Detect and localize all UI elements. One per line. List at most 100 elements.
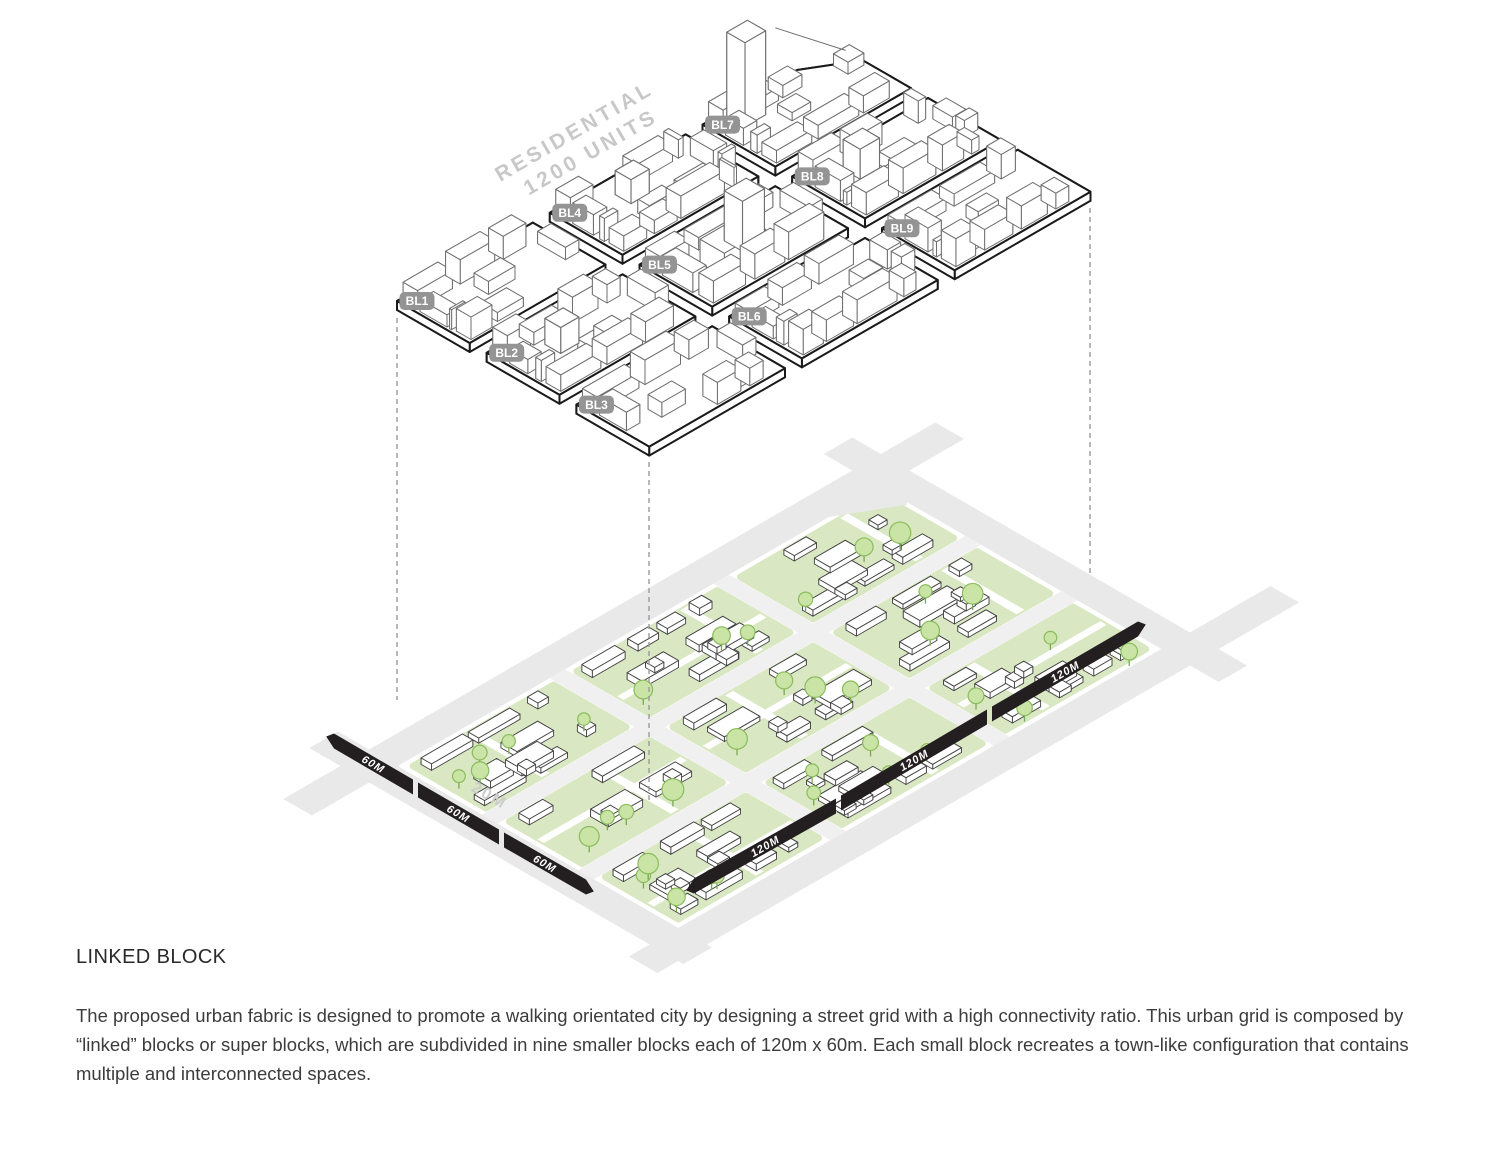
prism-top [769,653,807,676]
building [903,87,927,124]
prism-top [614,159,650,181]
tree-icon [888,521,912,550]
building [682,697,727,731]
tree-icon [501,733,517,754]
path-strip [595,765,679,814]
tower [614,159,650,205]
tree-canopy [739,624,756,641]
building [834,581,858,601]
building [848,72,890,114]
building [948,557,973,578]
building [776,715,811,743]
prism-top [848,258,884,279]
building [630,296,674,343]
tree-icon [712,626,731,651]
building [647,380,686,418]
block-label: BL9 [891,221,914,235]
block-label-bg [884,219,920,238]
tree-canopy [471,744,488,761]
tree-canopy [599,809,615,825]
prism-top [517,758,537,770]
building [537,223,580,261]
prism-top [734,351,764,369]
prism-top [645,656,665,668]
building [696,830,742,864]
prism-top [773,202,825,233]
building [768,715,788,734]
block-label-bg [794,167,830,186]
tree-canopy [888,521,912,544]
building [965,192,999,225]
upper-block-bl3 [575,319,786,457]
building [868,514,888,531]
building [467,707,521,744]
building [956,127,980,155]
prism-top [767,65,803,86]
tree-icon [805,763,820,783]
tree-canopy [804,676,827,698]
plan-block-bl8 [833,548,1054,678]
prism-top [707,850,730,865]
prism-top [812,668,872,704]
prism-top [957,609,997,633]
upper-block-bl9 [881,137,1092,281]
building [969,204,1014,251]
roof-wedge-line [775,27,846,51]
prism-top [505,740,554,770]
dimension-bar-shape [334,733,413,795]
block-label-bg [399,292,435,310]
prism-top [892,575,942,605]
prism-top [599,388,641,413]
building [627,626,659,652]
upper-block-bl8 [791,87,1002,229]
building [767,65,803,99]
prism-top [591,745,645,777]
tree-canopy [806,785,822,801]
prism-side [449,308,453,331]
prism-top [868,514,888,526]
building [821,725,874,762]
tree-icon [862,734,880,757]
prism-top [783,536,817,557]
prism-top [777,93,812,114]
prism-top [869,231,902,251]
tree-icon [1043,630,1058,651]
plan-block-bl5 [669,642,890,773]
tree-icon [918,584,933,604]
tree-canopy [1043,630,1058,645]
building [813,539,862,574]
tree-canopy [661,778,685,802]
prism-top [696,830,742,857]
block-label: BL7 [711,118,734,132]
tree-icon [961,582,984,611]
block-label-chip: BL2 [489,343,525,362]
tree-canopy [862,734,880,752]
tree-icon [667,887,686,912]
building [545,342,602,392]
building [581,645,626,679]
block-label-bg [552,203,588,222]
building [665,162,725,219]
block-label-bg [731,307,767,326]
caption: LINKED BLOCK The proposed urban fabric i… [76,946,1430,1088]
building [656,873,676,890]
building [741,630,770,652]
prism-top [656,611,687,629]
upper-block-bl6 [728,231,939,369]
building [803,92,860,140]
prism-top [718,157,737,168]
prism-top [630,296,674,323]
building [591,268,621,304]
plan-block-bl1 [409,681,630,812]
building [734,351,764,387]
prism-top [688,594,713,609]
block-label: BL5 [648,258,671,272]
building [517,758,537,777]
block-label: BL3 [585,398,608,412]
prism-top [670,877,690,889]
building [986,137,1016,180]
building [718,157,737,189]
tree-icon [470,761,490,786]
building [783,536,817,562]
